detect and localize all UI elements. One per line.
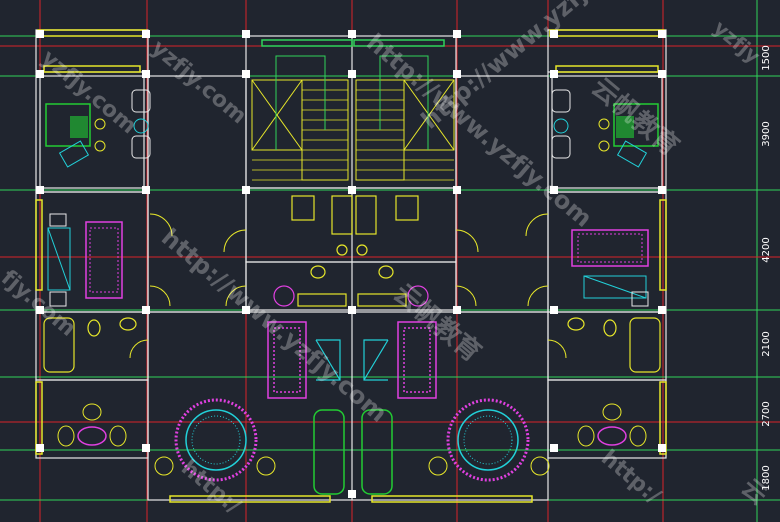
balcony-tables: [57, 403, 647, 447]
plants: [313, 409, 393, 495]
bed-left: [47, 213, 123, 307]
bed-right: [571, 229, 649, 307]
watermark-text: yzfjy.com: [36, 45, 141, 139]
dim-label: 1800: [761, 465, 772, 490]
study-desk-right: [598, 103, 659, 168]
bathroom-right: [567, 317, 661, 373]
study-desk-left: [45, 103, 106, 168]
watermark-text: http://www.yzfjy.com: [156, 223, 392, 428]
core-fixtures: [273, 195, 429, 307]
watermark-text: yzfjy.com: [146, 35, 251, 129]
dim-label: 1500: [761, 45, 772, 70]
watermark-text: http:/: [176, 455, 246, 519]
dim-label: 2100: [761, 331, 772, 356]
lounge-chairs: [131, 89, 571, 159]
round-table-left: [154, 398, 276, 482]
watermark-text: 云帆教育: [586, 72, 686, 163]
dim-label: 4200: [761, 237, 772, 262]
round-table-right: [428, 398, 550, 482]
dim-label: 2700: [761, 401, 772, 426]
armchairs: [315, 339, 389, 381]
bathroom-left: [43, 317, 137, 373]
dimension-labels: 1500 3900 4200 2100 2700 1800: [761, 45, 772, 490]
stair-treads: [252, 89, 454, 181]
door-swings: [129, 213, 567, 359]
stair-arrows: [275, 55, 429, 150]
dim-label: 3900: [761, 121, 772, 146]
columns: [36, 30, 666, 498]
watermark-text: 云帆教育: [388, 278, 488, 369]
sofas: [267, 321, 437, 399]
